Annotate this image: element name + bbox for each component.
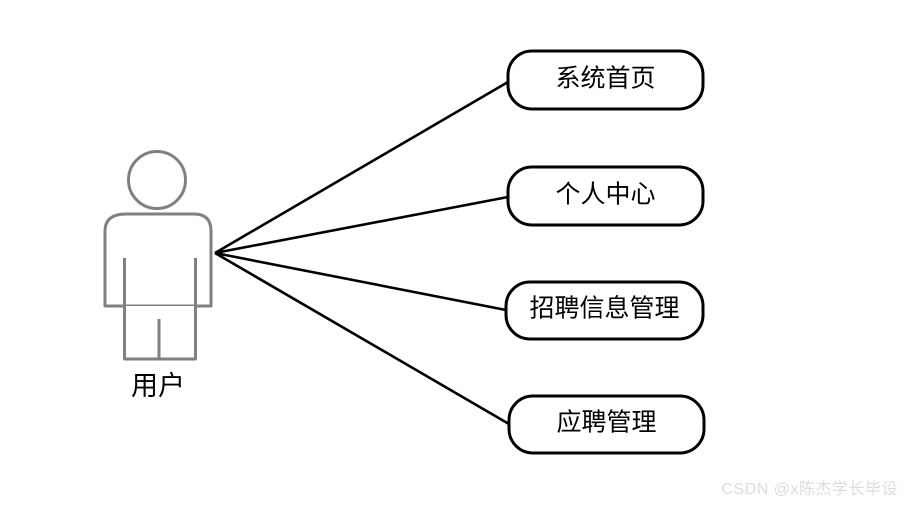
use-case-recruitment-info-management[interactable]: 招聘信息管理 [504,280,705,341]
use-case-system-home-shape [506,49,705,111]
watermark: CSDN @x陈杰学长毕设 [721,480,898,498]
use-case-personal-center[interactable]: 个人中心 [506,165,705,227]
use-case-system-home-label: 系统首页 [555,65,655,93]
use-case-personal-center-shape [506,165,705,227]
use-case-application-management-shape [507,394,706,455]
association-line-personal-center[interactable] [214,195,509,255]
use-case-application-management-label: 应聘管理 [556,409,656,437]
actor-torso-icon [103,212,213,308]
use-case-recruitment-info-management-label: 招聘信息管理 [529,295,679,323]
use-case-personal-center-label: 个人中心 [555,181,655,209]
association-lines-group [214,80,510,426]
use-case-recruitment-info-management-shape [504,280,705,341]
association-line-system-home[interactable] [214,80,509,255]
actor-label: 用户 [131,371,185,401]
actor-head-icon [127,150,187,210]
association-line-recruitment-info-management[interactable] [214,251,507,312]
use-case-system-home[interactable]: 系统首页 [506,49,705,111]
actor-user[interactable]: 用户 [103,150,213,402]
association-line-application-management[interactable] [214,251,510,426]
use-case-application-management[interactable]: 应聘管理 [507,394,706,455]
